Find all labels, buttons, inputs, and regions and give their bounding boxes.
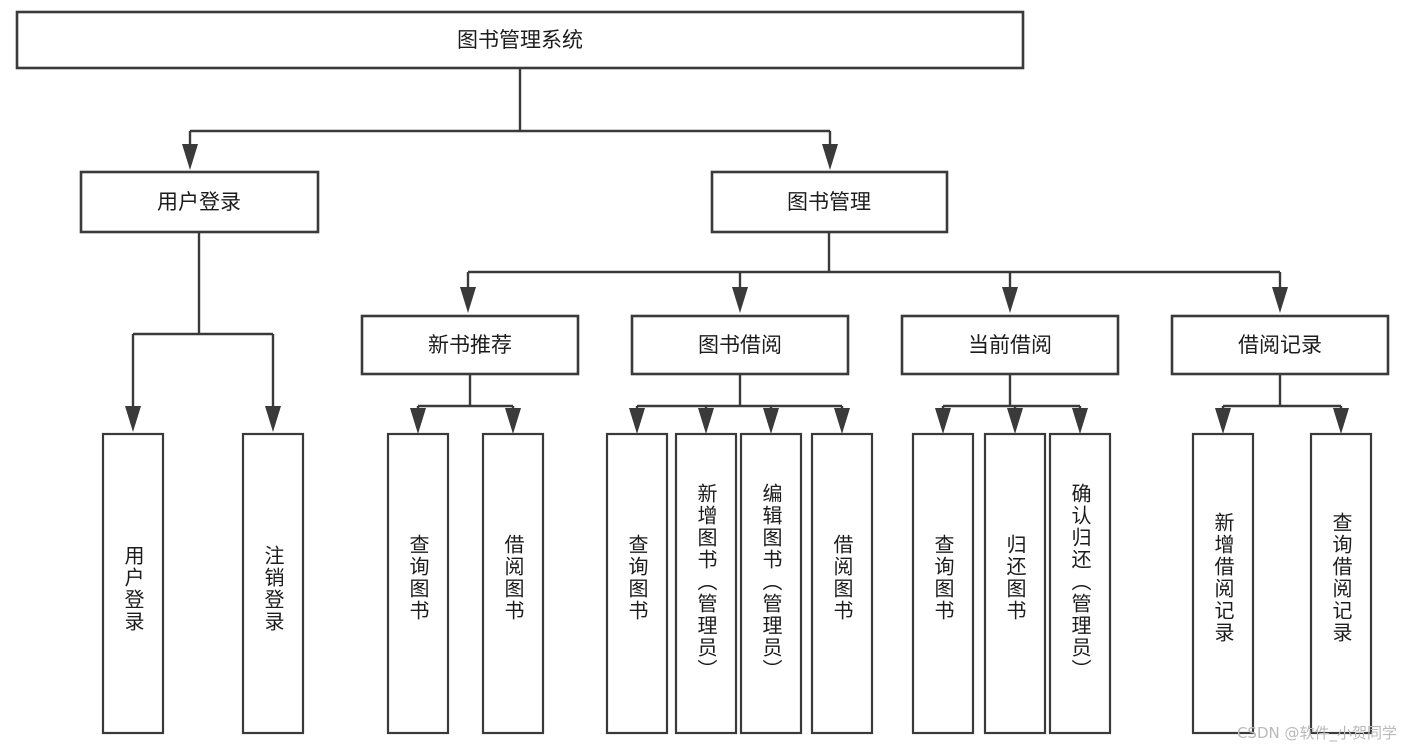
leaf-record-add-label: 新增借阅记录 [1211,512,1235,644]
node-book-borrow-box[interactable] [630,314,850,376]
connector-group-new-book-recommend [410,374,521,434]
arrowhead-bookborrow-leaf-query [629,408,645,434]
connector-group-root [182,68,838,170]
connector-group-user-login [125,232,281,432]
node-new-book-recommend-box[interactable] [360,314,580,376]
arrowhead-bookborrow-leaf-edit [763,408,779,434]
leaf-node-user-login[interactable]: 用户登录 [101,432,165,735]
leaf-newbook-query-label: 查询图书 [406,534,430,622]
connector-group-book-management [460,232,1288,313]
leaf-bookborrow-query-box[interactable] [605,432,669,735]
leaf-currentborrow-confirm-box[interactable] [1048,432,1112,735]
leaf-node-bookborrow-add[interactable]: 新增图书（管理员） [674,432,738,735]
node-new-book-recommend-label: 新书推荐 [428,333,512,357]
leaf-node-record-query[interactable]: 查询借阅记录 [1309,432,1373,735]
leaf-node-bookborrow-borrow[interactable]: 借阅图书 [810,432,874,735]
node-book-borrow-label: 图书借阅 [698,333,782,357]
arrowhead-newbook-leaf-query [410,408,426,434]
leaf-record-query-label: 查询借阅记录 [1329,512,1353,644]
leaf-currentborrow-confirm-label: 确认归还（管理员） [1068,483,1092,681]
connector-group-book-borrow [629,374,850,434]
node-book-management-label: 图书管理 [787,190,871,214]
leaf-newbook-query-box[interactable] [386,432,450,735]
leaf-node-bookborrow-edit[interactable]: 编辑图书（管理员） [739,432,803,735]
node-book-management-box[interactable] [710,170,949,234]
leaf-node-record-add[interactable]: 新增借阅记录 [1191,432,1255,735]
arrowhead-currentborrow-leaf-return [1007,408,1023,434]
arrowhead-leaf-user-login [125,406,141,432]
leaf-logout-box[interactable] [241,432,305,735]
arrowhead-borrow-record [1272,287,1288,313]
leaf-bookborrow-edit-box[interactable] [739,432,803,735]
connector-group-current-borrow [935,374,1088,434]
leaf-node-newbook-query[interactable]: 查询图书 [386,432,450,735]
arrowhead-currentborrow-leaf-confirm [1072,408,1088,434]
node-root[interactable]: 图书管理系统 [15,10,1025,70]
leaf-currentborrow-query-label: 查询图书 [931,534,955,622]
node-root-box[interactable] [15,10,1025,70]
node-book-borrow[interactable]: 图书借阅 [630,314,850,376]
leaf-user-login-box[interactable] [101,432,165,735]
arrowhead-book-borrow [732,287,748,313]
leaf-currentborrow-return-label: 归还图书 [1003,534,1027,622]
node-current-borrow-label: 当前借阅 [968,333,1052,357]
leaf-bookborrow-query-label: 查询图书 [625,534,649,622]
leaf-node-currentborrow-return[interactable]: 归还图书 [983,432,1047,735]
arrowhead-new-book-recommend [460,287,476,313]
node-borrow-record-label: 借阅记录 [1238,333,1322,357]
arrowhead-newbook-leaf-borrow [505,408,521,434]
leaf-bookborrow-edit-label: 编辑图书（管理员） [759,483,783,681]
arrowhead-leaf-logout [265,406,281,432]
leaf-currentborrow-query-box[interactable] [911,432,975,735]
arrowhead-borrowrecord-leaf-query [1333,408,1349,434]
node-current-borrow[interactable]: 当前借阅 [900,314,1120,376]
node-root-label: 图书管理系统 [457,28,583,52]
node-user-login-label: 用户登录 [157,190,241,214]
leaf-currentborrow-return-box[interactable] [983,432,1047,735]
node-borrow-record[interactable]: 借阅记录 [1170,314,1390,376]
arrowhead-bookborrow-leaf-borrow [834,408,850,434]
csdn-watermark: CSDN @软件_小贺同学 [1236,724,1397,742]
leaf-newbook-borrow-label: 借阅图书 [501,534,525,622]
node-user-login[interactable]: 用户登录 [79,170,320,234]
arrowhead-borrowrecord-leaf-add [1215,408,1231,434]
leaf-logout-label: 注销登录 [261,545,285,633]
leaf-node-currentborrow-confirm[interactable]: 确认归还（管理员） [1048,432,1112,735]
leaf-bookborrow-add-box[interactable] [674,432,738,735]
arrowhead-book-mgmt [822,144,838,170]
leaf-node-logout[interactable]: 注销登录 [241,432,305,735]
node-borrow-record-box[interactable] [1170,314,1390,376]
leaf-user-login-label: 用户登录 [121,545,145,633]
arrowhead-current-borrow [1002,287,1018,313]
leaf-record-query-box[interactable] [1309,432,1373,735]
leaf-node-newbook-borrow[interactable]: 借阅图书 [481,432,545,735]
node-new-book-recommend[interactable]: 新书推荐 [360,314,580,376]
arrowhead-currentborrow-leaf-query [935,408,951,434]
leaf-bookborrow-borrow-label: 借阅图书 [830,534,854,622]
leaf-newbook-borrow-box[interactable] [481,432,545,735]
arrowhead-bookborrow-leaf-add [698,408,714,434]
node-book-management[interactable]: 图书管理 [710,170,949,234]
leaf-bookborrow-borrow-box[interactable] [810,432,874,735]
arrowhead-user-login [182,144,198,170]
node-current-borrow-box[interactable] [900,314,1120,376]
connector-group-borrow-record [1215,374,1349,434]
leaf-node-currentborrow-query[interactable]: 查询图书 [911,432,975,735]
leaf-node-bookborrow-query[interactable]: 查询图书 [605,432,669,735]
leaf-bookborrow-add-label: 新增图书（管理员） [694,483,718,681]
leaf-record-add-box[interactable] [1191,432,1255,735]
